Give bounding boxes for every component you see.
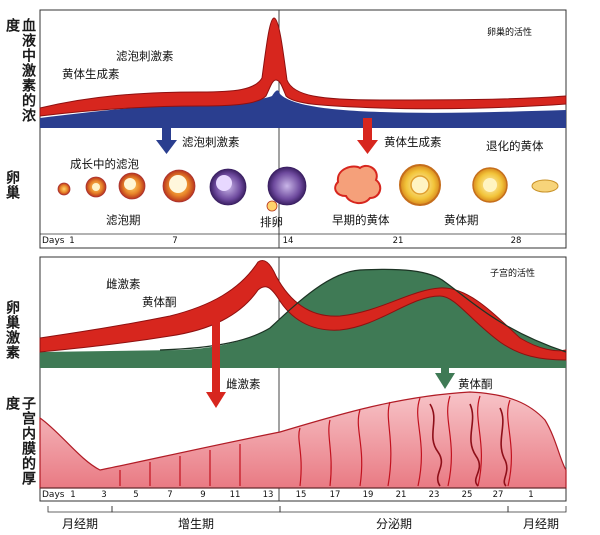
lh-arrow-label: 黄体生成素 <box>384 135 442 149</box>
phase-menstrual-1: 月经期 <box>61 517 99 531</box>
bottom-day-tick: 23 <box>428 490 440 500</box>
top-panel-title: 卵巢的活性 <box>487 28 533 38</box>
bottom-day-tick: 5 <box>133 490 139 500</box>
top-day-tick: 21 <box>392 236 404 246</box>
follicle-mature <box>267 166 307 206</box>
lh-curve-band <box>39 17 567 117</box>
estrogen-arrow-label: 雌激素 <box>226 377 261 391</box>
top-panel-frame <box>39 9 567 249</box>
progesterone-arrow <box>435 300 455 389</box>
ovary-label: 卵巢 <box>4 170 20 200</box>
fsh-arrow-label: 滤泡刺激素 <box>182 135 240 149</box>
phase-brackets <box>47 506 567 513</box>
top-day-tick: 14 <box>282 236 294 246</box>
bottom-day-tick: 1 <box>70 490 76 500</box>
top-day-tick: 1 <box>69 236 75 246</box>
degenerating-corpus-luteum-label: 退化的黄体 <box>486 139 544 153</box>
corpus-luteum-late-core <box>483 178 497 192</box>
follicle-stage-1 <box>57 182 71 196</box>
follicle-stage-3-core <box>124 178 136 190</box>
growing-follicle-label: 成长中的滤泡 <box>70 157 139 171</box>
endometrium-vessels <box>429 403 508 487</box>
estrogen-arrow <box>206 305 226 408</box>
top-days-label: Days <box>42 236 65 246</box>
bottom-day-tick: 25 <box>461 490 473 500</box>
corpus-luteum-early <box>334 164 382 204</box>
phase-secretory: 分泌期 <box>375 517 413 531</box>
top-day-tick: 7 <box>172 236 178 246</box>
fsh-arrow <box>156 118 177 154</box>
fsh-curve-band <box>40 90 566 128</box>
bottom-day-tick: 11 <box>229 490 241 500</box>
ovulated-egg <box>266 200 278 212</box>
bottom-day-tick: 17 <box>329 490 341 500</box>
follicle-stage-4-core <box>169 175 187 193</box>
corpus-luteum-core <box>410 175 430 195</box>
lh-arrow <box>357 118 378 154</box>
ovarian-hormone-y-label: 卵巢激素 <box>4 300 20 360</box>
bottom-day-tick: 13 <box>262 490 274 500</box>
estrogen-curve-area <box>39 260 567 361</box>
bottom-day-tick: 15 <box>295 490 307 500</box>
luteal-phase-label: 黄体期 <box>444 213 479 227</box>
bottom-day-tick: 9 <box>200 490 206 500</box>
bottom-day-tick: 27 <box>492 490 504 500</box>
endometrium-glands <box>119 395 512 487</box>
phase-menstrual-2: 月经期 <box>522 517 560 531</box>
bottom-day-tick: 21 <box>395 490 407 500</box>
ovulation-label: 排卵 <box>260 215 283 229</box>
fsh-label: 滤泡刺激素 <box>116 49 174 63</box>
follicle-stage-5-core <box>216 175 232 191</box>
estrogen-label: 雌激素 <box>106 277 141 291</box>
bottom-day-tick: 19 <box>362 490 374 500</box>
ovary-stages <box>57 164 559 212</box>
lh-label: 黄体生成素 <box>62 67 120 81</box>
endometrium-y-label: 子宫内膜的厚度 <box>4 396 36 486</box>
follicular-phase-label: 滤泡期 <box>106 213 141 227</box>
bottom-day-tick: 7 <box>167 490 173 500</box>
progesterone-label: 黄体酮 <box>142 295 177 309</box>
bottom-day-tick: 1 <box>528 490 534 500</box>
corpus-albicans <box>531 179 559 193</box>
bottom-panel <box>39 256 567 513</box>
bottom-day-tick: 3 <box>101 490 107 500</box>
early-corpus-luteum-label: 早期的黄体 <box>332 213 390 227</box>
top-y-axis-label: 血液中激素的浓度 <box>4 18 36 123</box>
progesterone-arrow-label: 黄体酮 <box>458 377 493 391</box>
phase-proliferative: 增生期 <box>177 517 215 531</box>
follicle-stage-2-core <box>92 183 100 191</box>
bottom-panel-title: 子宫的活性 <box>490 269 536 279</box>
top-day-tick: 28 <box>510 236 522 246</box>
bottom-days-label: Days <box>42 490 65 500</box>
top-panel <box>39 9 567 249</box>
progesterone-line <box>159 268 567 353</box>
